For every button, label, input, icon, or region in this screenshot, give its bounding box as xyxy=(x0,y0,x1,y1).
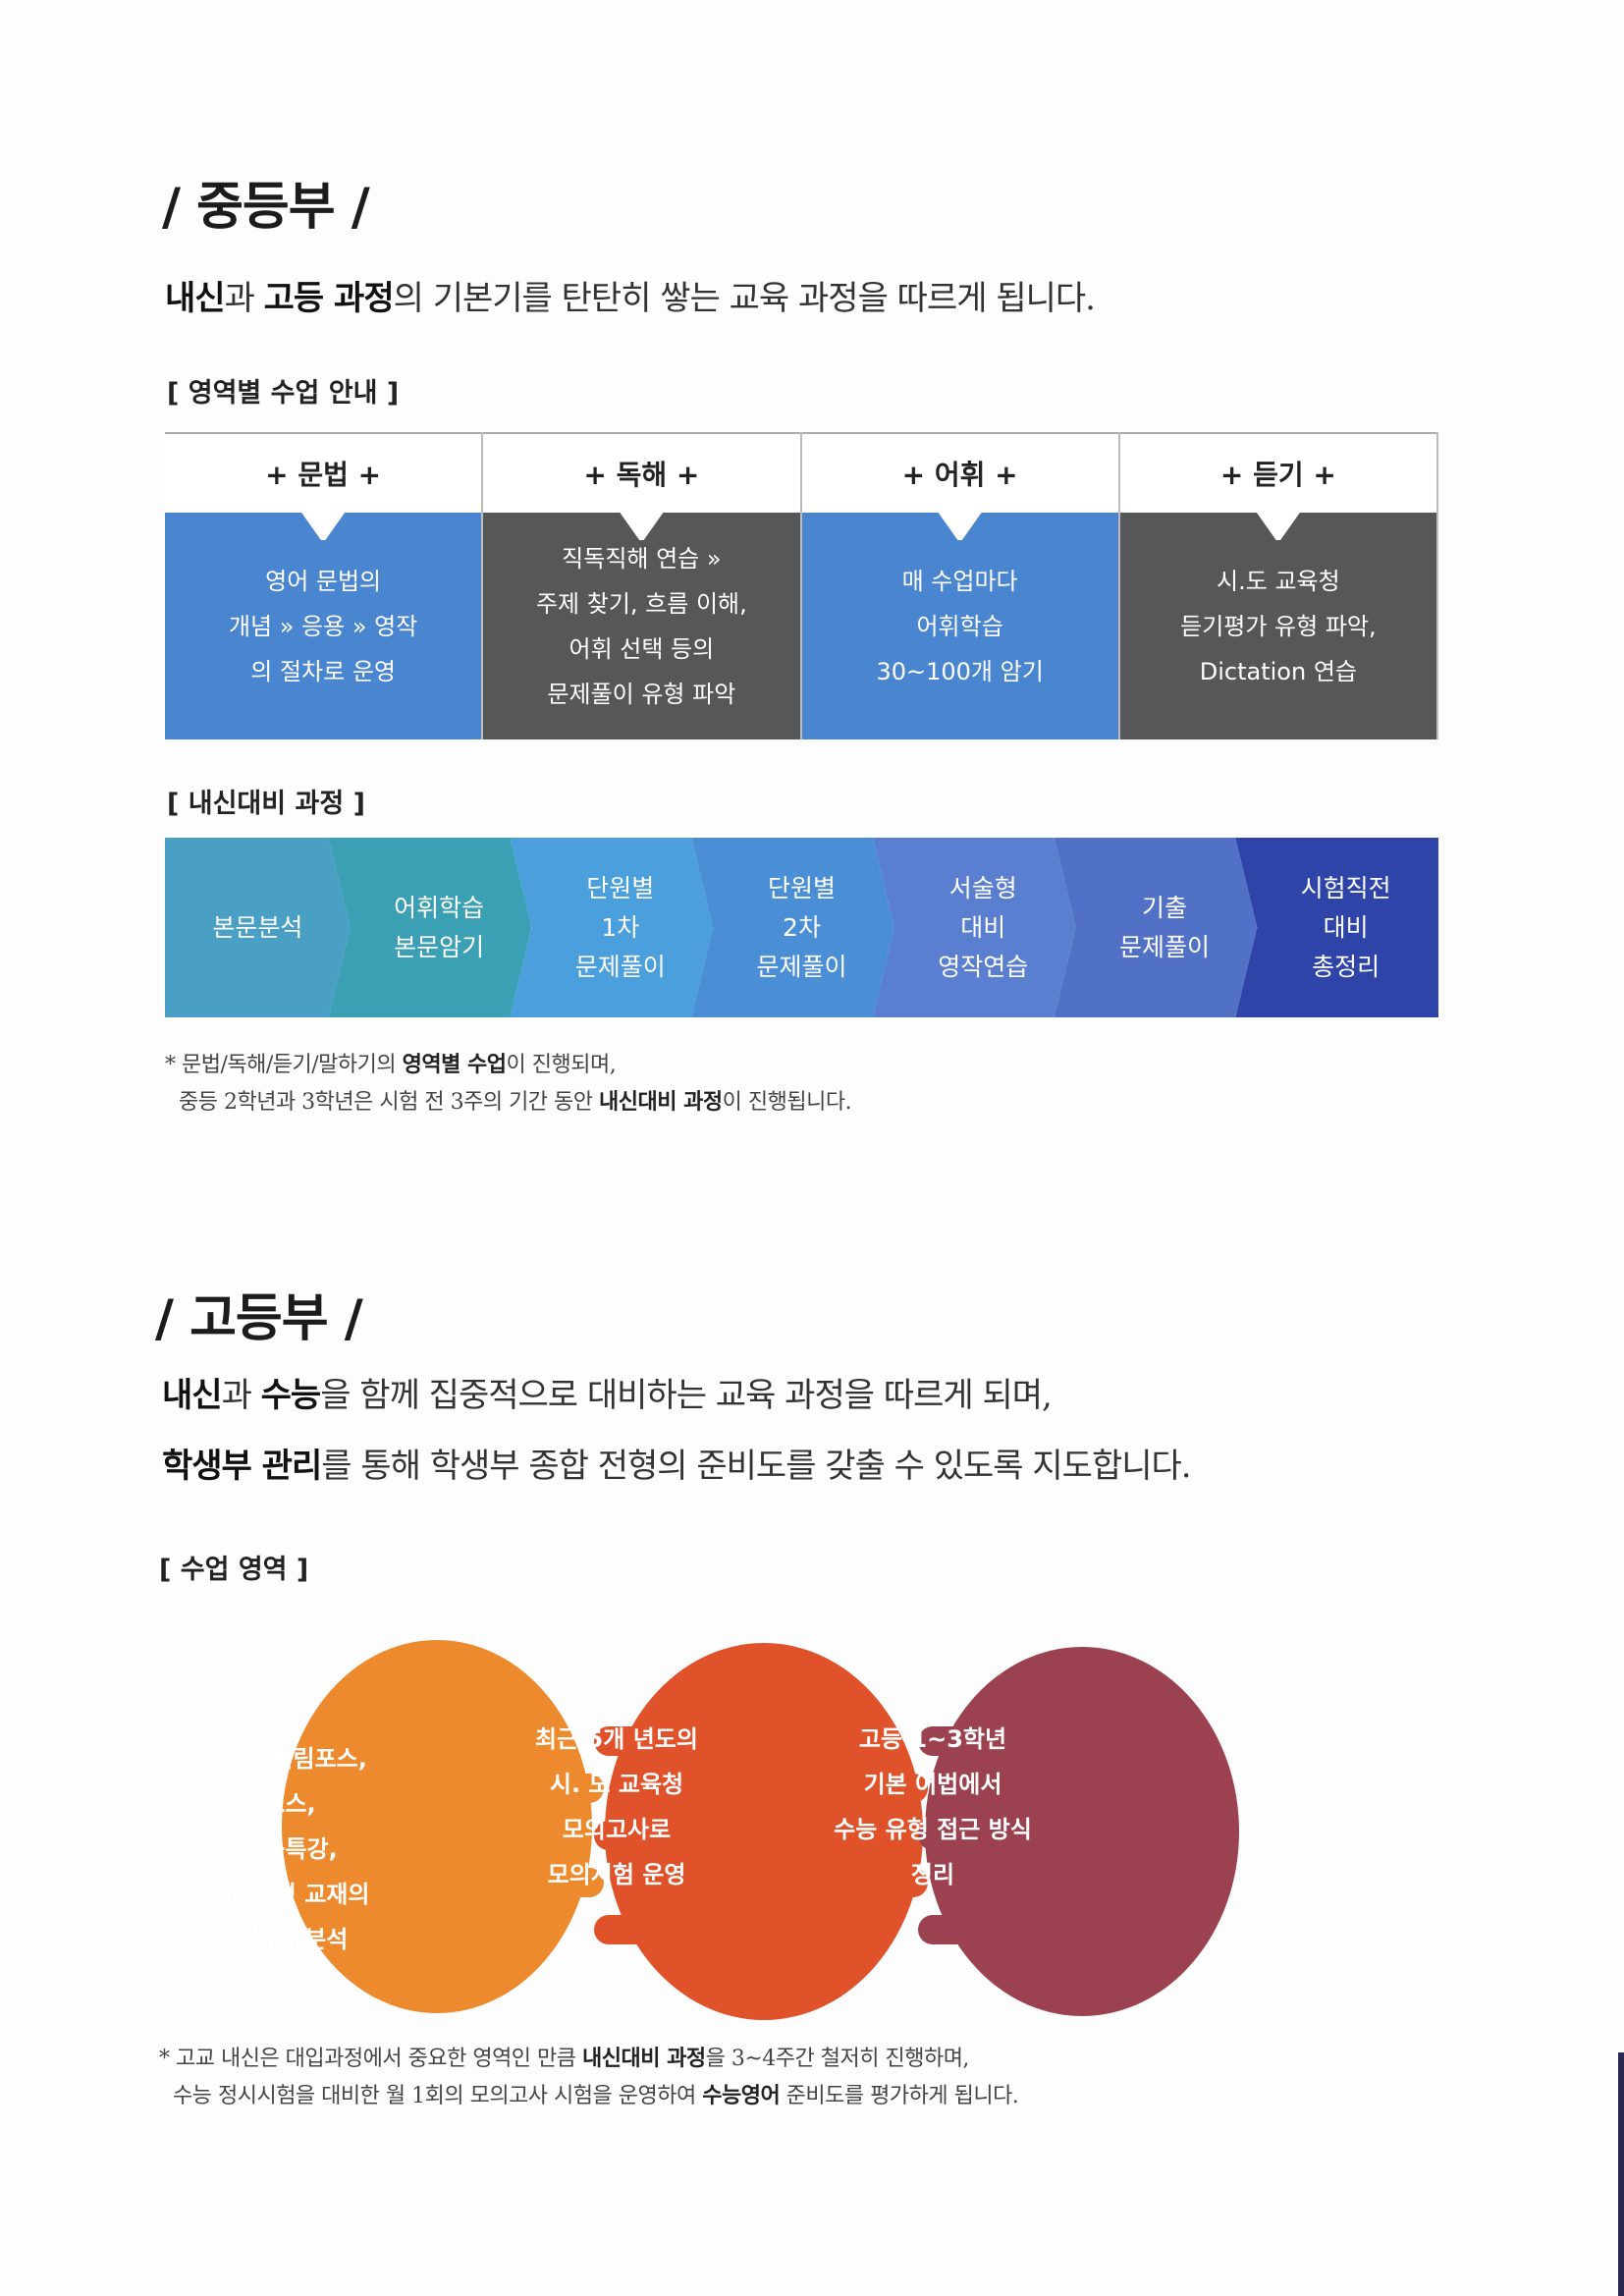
step-line: 본문암기 xyxy=(394,932,485,961)
middle-school-title: / 중등부 / xyxy=(162,178,370,237)
area-line: Dictation 연습 xyxy=(1199,657,1357,685)
step-line: 단원별 xyxy=(586,873,655,902)
area-line: 직독직해 연습 » xyxy=(562,544,722,573)
circle-line: 모의고사로 xyxy=(562,1816,672,1843)
area-line: 개념 » 응용 » 영작 xyxy=(228,612,418,640)
interlock-tab xyxy=(918,1915,982,1944)
circle-line: 수능특강, xyxy=(242,1835,338,1863)
interlock-tab xyxy=(540,1868,604,1897)
interlock-tab xyxy=(594,1821,658,1850)
step-line: 문제풀이 xyxy=(574,952,666,981)
step-line: 단원별 xyxy=(768,873,837,902)
step-line: 시험직전 xyxy=(1300,873,1391,902)
area-circle xyxy=(282,1640,592,2013)
class-areas-diagram xyxy=(282,1640,1239,2020)
circle-line: 정리 xyxy=(910,1861,955,1888)
area-heading: + 어휘 + xyxy=(801,432,1118,513)
interlock-tab xyxy=(918,1821,982,1850)
interlock-tab xyxy=(540,1774,604,1803)
circle-line: 완벽한 분석 xyxy=(231,1926,349,1953)
circle-line: 수능완성 교재의 xyxy=(209,1881,370,1908)
area-line: 시.도 교육청 xyxy=(1217,567,1340,595)
circle-line: 기본 어법에서 xyxy=(863,1771,1002,1798)
circle-line: EBS 올림포스, xyxy=(212,1745,367,1773)
area-heading: + 문법 + xyxy=(165,432,482,513)
area-circle xyxy=(925,1647,1239,2016)
step-line: 서술형 xyxy=(948,873,1017,902)
notch-pointer xyxy=(301,513,346,540)
interlock-tab xyxy=(918,1726,982,1756)
circle-line: 수능 유형 접근 방식 xyxy=(834,1816,1032,1843)
area-heading: + 독해 + xyxy=(483,432,800,513)
area-line: 어휘학습 xyxy=(916,612,1003,640)
area-heading: + 듣기 + xyxy=(1119,432,1436,513)
middle-school-lead: 내신과 고등 과정의 기본기를 탄탄히 쌓는 교육 과정을 따르게 됩니다. xyxy=(165,279,1096,318)
area-line: 영어 문법의 xyxy=(265,567,382,595)
high-school-note: * 고교 내신은 대입과정에서 중요한 영역인 만큼 내신대비 과정을 3~4주… xyxy=(159,2047,1019,2108)
high-school-title: / 고등부 / xyxy=(155,1289,363,1348)
middle-school-note: * 문법/독해/듣기/말하기의 영역별 수업이 진행되며, 중등 2학년과 3학… xyxy=(165,1053,852,1115)
interlock-tab xyxy=(594,1726,658,1756)
circle-line: 최근 5개 년도의 xyxy=(535,1725,698,1753)
area-line: 매 수업마다 xyxy=(901,567,1018,595)
circle-line: 포스, xyxy=(263,1790,316,1818)
step-line: 본문분석 xyxy=(212,912,303,942)
circle-line: 시. 도 교육청 xyxy=(549,1771,684,1798)
area-line: 어휘 선택 등의 xyxy=(568,634,715,663)
area-line: 듣기평가 유형 파악, xyxy=(1180,612,1377,640)
process-step: 본문분석 xyxy=(165,838,351,1017)
area-circle xyxy=(605,1643,923,2020)
area-line: 문제풀이 유형 파악 xyxy=(547,680,736,708)
class-areas-label: [ 수업 영역 ] xyxy=(159,1555,309,1585)
step-line: 문제풀이 xyxy=(756,952,847,981)
process-label: [ 내신대비 과정 ] xyxy=(167,789,365,819)
notch-pointer xyxy=(1256,513,1300,540)
step-line: 2차 xyxy=(783,912,821,942)
page-edge xyxy=(1618,2052,1624,2296)
step-line: 1차 xyxy=(601,912,640,942)
area-line: 30~100개 암기 xyxy=(876,657,1044,685)
notch-pointer xyxy=(938,513,982,540)
circle-line: 고등 1~3학년 xyxy=(858,1725,1007,1753)
interlock-tab xyxy=(864,1868,928,1897)
interlock-tab xyxy=(594,1915,658,1944)
step-line: 총정리 xyxy=(1312,952,1380,981)
areas-label: [ 영역별 수업 안내 ] xyxy=(167,378,400,409)
step-line: 영작연습 xyxy=(938,952,1029,981)
step-line: 기출 xyxy=(1141,893,1187,922)
area-line: 의 절차로 운영 xyxy=(250,657,396,685)
area-line: 주제 찾기, 흐름 이해, xyxy=(535,589,747,618)
step-line: 어휘학습 xyxy=(394,893,485,922)
circle-line: 모의시험 운영 xyxy=(547,1861,686,1888)
high-school-lead: 내신과 수능을 함께 집중적으로 대비하는 교육 과정을 따르게 되며, 학생부… xyxy=(162,1376,1192,1486)
step-line: 대비 xyxy=(960,912,1006,942)
interlock-tab xyxy=(864,1774,928,1803)
step-line: 문제풀이 xyxy=(1118,932,1210,961)
step-line: 대비 xyxy=(1323,912,1369,942)
